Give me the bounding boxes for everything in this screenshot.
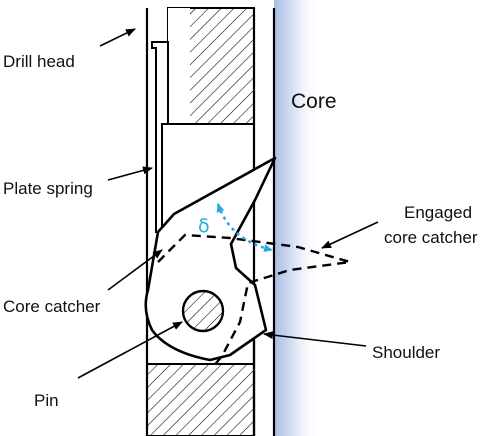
plate-spring-label: Plate spring — [3, 179, 93, 198]
engaged-label-line1: Engaged — [404, 203, 472, 222]
delta-symbol: δ — [198, 215, 210, 237]
engaged-label-line2: core catcher — [384, 228, 478, 247]
core-catcher-arrow — [107, 249, 163, 291]
engaged-core-catcher — [157, 233, 352, 369]
drill-head-lower-block — [146, 363, 255, 436]
engaged-core-catcher-arrow — [321, 221, 379, 249]
upper-block-notch — [168, 8, 190, 124]
pin-arrow — [77, 321, 183, 379]
core-region — [274, 0, 320, 436]
shoulder-arrow — [263, 331, 367, 347]
pin-circle — [181, 289, 225, 333]
core-label: Core — [291, 90, 337, 113]
angle-delta-arc — [216, 203, 273, 253]
pin-label: Pin — [34, 391, 59, 410]
plate-spring — [151, 41, 169, 233]
core-catcher-label: Core catcher — [3, 297, 101, 316]
drill-head-label: Drill head — [3, 52, 75, 71]
plate-spring-arrow — [107, 166, 153, 181]
drill-head-arrow — [99, 28, 136, 47]
shoulder-label: Shoulder — [372, 343, 440, 362]
